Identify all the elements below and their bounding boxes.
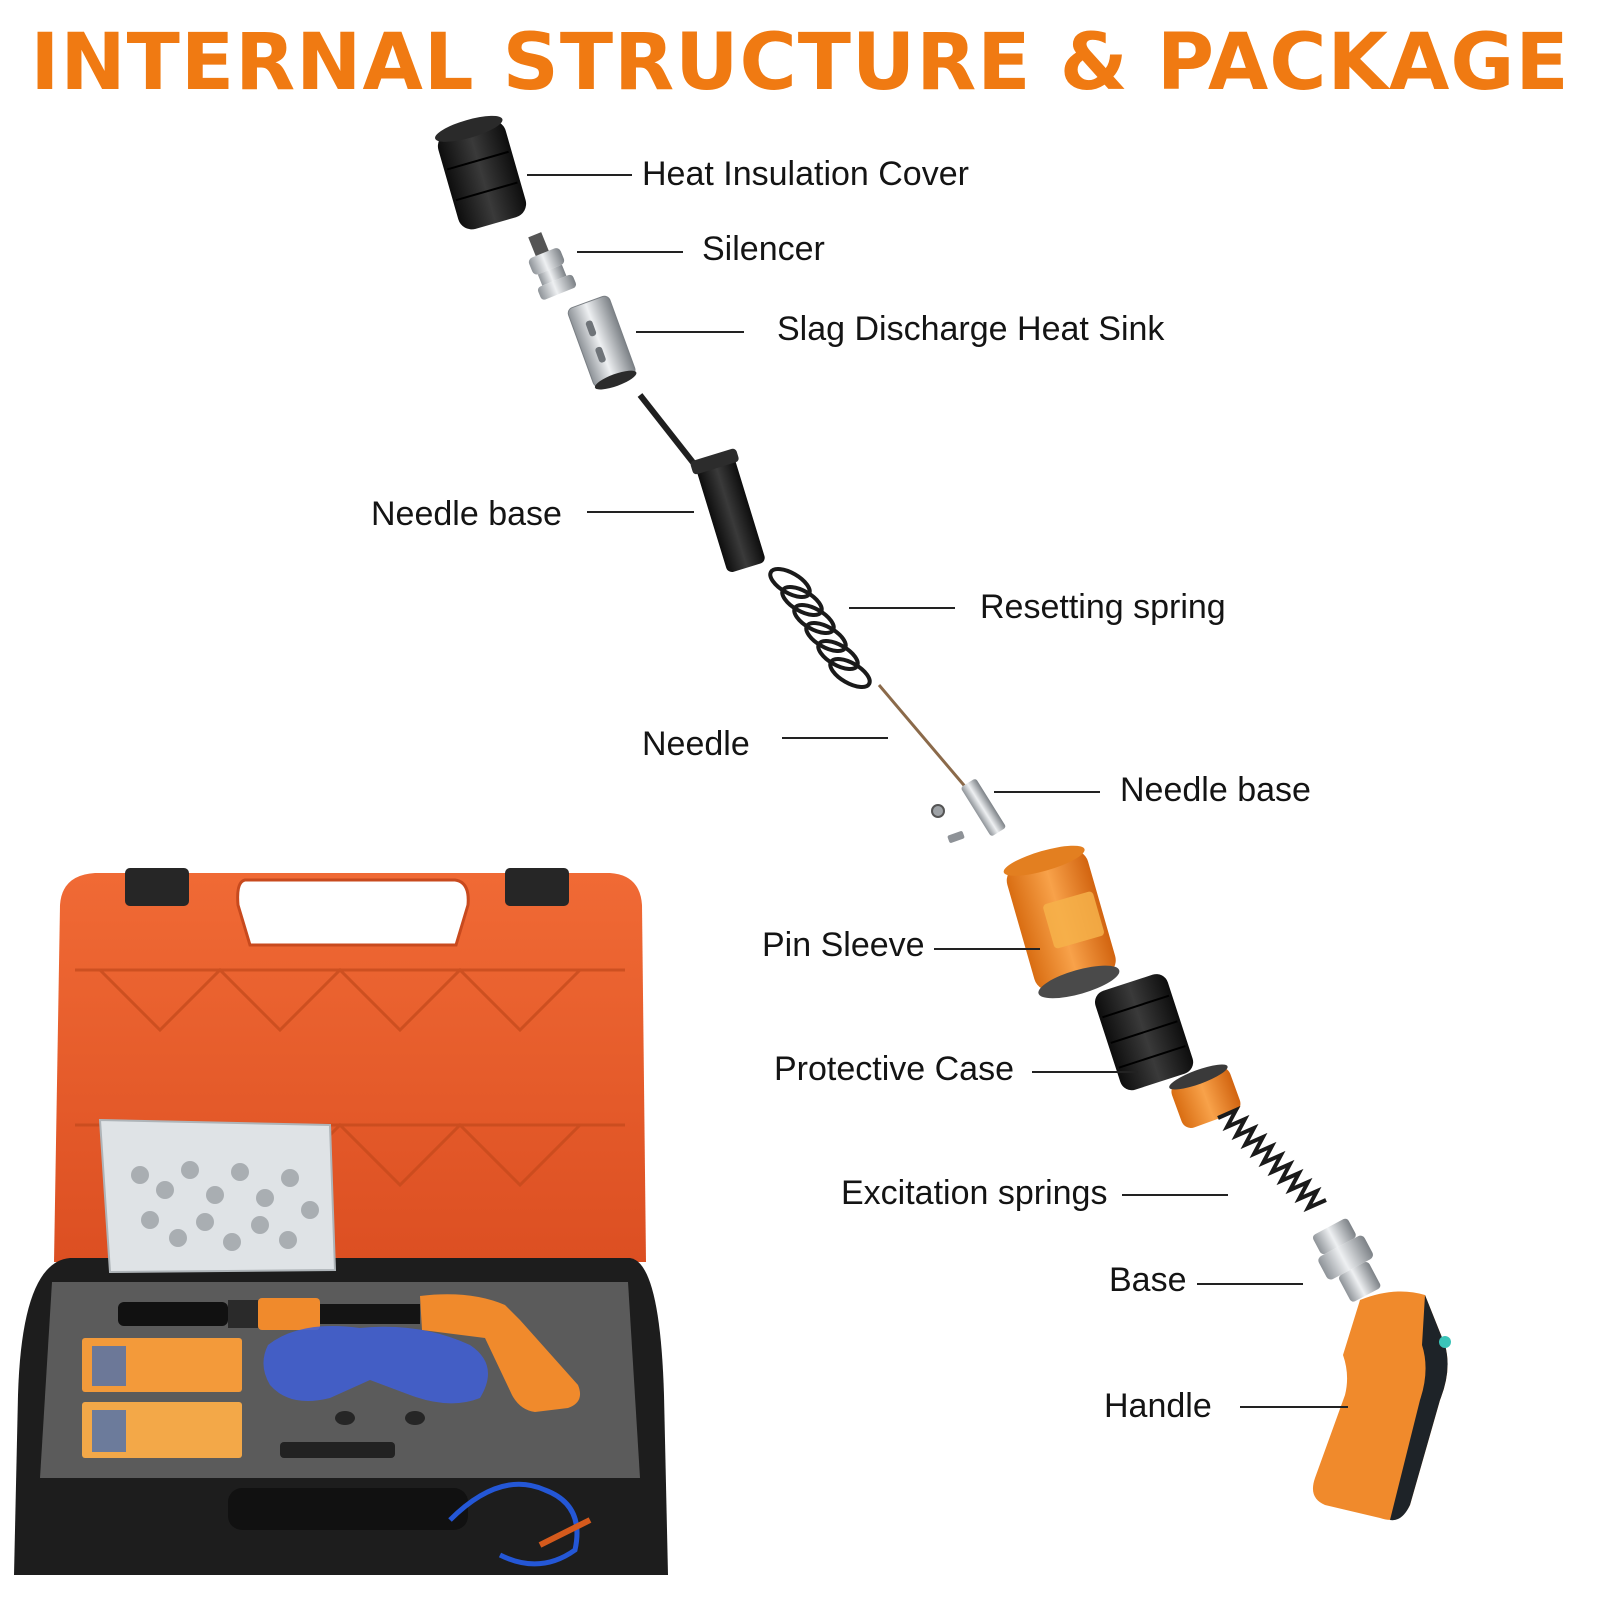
heat-insulation-cover-part (435, 115, 527, 230)
excitation-springs-part (1217, 1105, 1327, 1213)
silencer-part (528, 232, 577, 300)
resetting-spring-part (768, 567, 872, 689)
label-needle-base-upper: Needle base (371, 495, 562, 533)
label-pin-sleeve: Pin Sleeve (762, 926, 925, 964)
pin-sleeve-part (1003, 845, 1120, 999)
label-needle: Needle (642, 725, 750, 763)
blue-lanyard (448, 1481, 580, 1567)
small-screw-2 (947, 831, 965, 843)
safety-goggles (263, 1326, 488, 1404)
firing-rod (637, 393, 698, 467)
tool-in-case (118, 1294, 581, 1412)
label-handle: Handle (1104, 1387, 1212, 1425)
small-screw-1 (931, 804, 945, 818)
base-part (1312, 1218, 1381, 1302)
label-excitation-springs: Excitation springs (841, 1174, 1108, 1212)
case-latch-right (505, 868, 569, 906)
label-needle-base-lower: Needle base (1120, 771, 1311, 809)
label-silencer: Silencer (702, 230, 825, 268)
orange-ring-part (1169, 1064, 1241, 1128)
needle-part (877, 684, 1006, 836)
page-title: INTERNAL STRUCTURE & PACKAGE (30, 18, 1570, 108)
label-slag-discharge-heat-sink: Slag Discharge Heat Sink (777, 310, 1165, 348)
leader-lines (527, 174, 1348, 1408)
tool-case (14, 868, 668, 1575)
protective-case-part (1094, 974, 1194, 1091)
label-protective-case: Protective Case (774, 1050, 1014, 1088)
label-heat-insulation-cover: Heat Insulation Cover (642, 155, 969, 193)
needle-base-upper-part (690, 448, 765, 572)
nails (131, 1161, 319, 1251)
label-base: Base (1109, 1261, 1187, 1299)
case-latch-left (125, 868, 189, 906)
slag-discharge-heat-sink-part (567, 295, 637, 390)
case-lid-handle (236, 878, 470, 947)
handle-part (1312, 1291, 1451, 1521)
label-resetting-spring: Resetting spring (980, 588, 1226, 626)
case-front-handle (228, 1488, 468, 1530)
